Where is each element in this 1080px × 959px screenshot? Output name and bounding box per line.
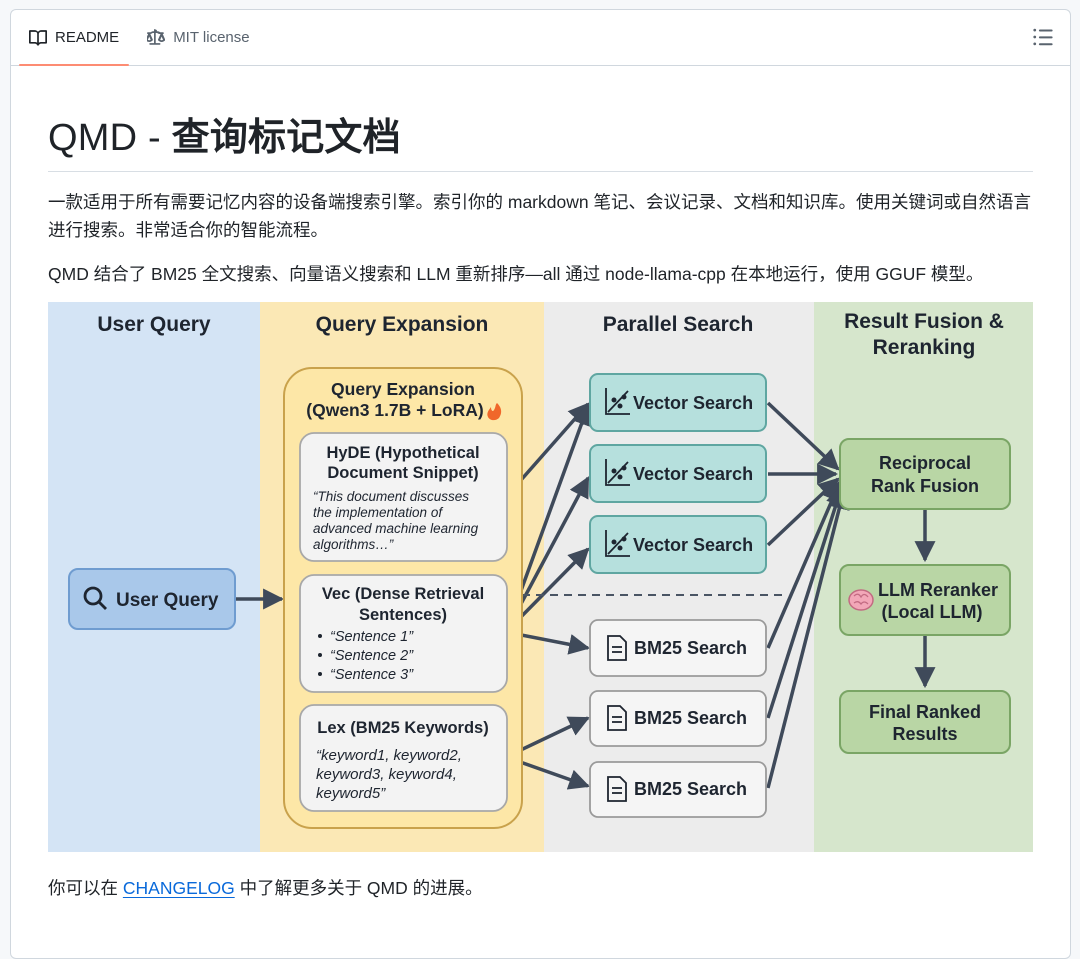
user-query-label: User Query	[116, 590, 219, 611]
llm-reranker-label-1: LLM Reranker	[878, 580, 998, 600]
architecture-diagram: User Query Query Expansion Parallel Sear…	[48, 302, 1033, 852]
scatter-chart-icon	[605, 388, 630, 415]
final-results-label-1: Final Ranked	[869, 702, 981, 722]
vec-sentence-2: “Sentence 2”	[330, 648, 414, 664]
arrow-b2-rrf	[766, 483, 847, 719]
vector-search-label-3: Vector Search	[633, 535, 753, 555]
column-title-fusion-2: Reranking	[873, 336, 976, 359]
law-scale-icon	[147, 28, 166, 45]
llm-reranker-label-2: (Local LLM)	[882, 602, 983, 622]
lex-keywords-3: keyword5”	[316, 785, 386, 802]
arrow-b1-rrf	[766, 480, 843, 649]
document-icon	[607, 635, 627, 661]
readme-content: QMD - 查询标记文档 一款适用于所有需要记忆内容的设备端搜索引擎。索引你的 …	[11, 106, 1070, 902]
vec-box	[299, 574, 508, 693]
expansion-title-1: Query Expansion	[331, 379, 475, 399]
llm-reranker-box	[839, 564, 1011, 636]
tab-readme-label: README	[55, 29, 120, 46]
hyde-title-1: HyDE (Hypothetical	[326, 444, 479, 462]
scatter-chart-icon	[605, 530, 630, 557]
arrow-b3-rrf	[766, 487, 850, 789]
tab-readme[interactable]: README	[19, 10, 130, 66]
column-title-fusion-1: Result Fusion &	[844, 310, 1004, 333]
vector-search-label-2: Vector Search	[633, 464, 753, 484]
hyde-box	[299, 432, 508, 562]
tab-bar: README MIT license	[11, 10, 1070, 66]
changelog-text-after: 中了解更多关于 QMD 的进展。	[234, 878, 483, 898]
fire-icon	[487, 403, 502, 421]
bm25-search-box-1: BM25 Search	[589, 619, 767, 677]
bm25-search-label-3: BM25 Search	[634, 779, 747, 799]
magnifier-icon	[83, 586, 107, 610]
expansion-title-2: (Qwen3 1.7B + LoRA)	[306, 400, 483, 420]
hyde-quote-3: advanced machine learning	[313, 521, 479, 536]
column-title-query-expansion: Query Expansion	[316, 313, 489, 336]
tab-license[interactable]: MIT license	[137, 10, 259, 65]
column-title-parallel-search: Parallel Search	[603, 313, 754, 336]
rrf-label-1: Reciprocal	[879, 453, 971, 473]
changelog-link[interactable]: CHANGELOG	[122, 878, 235, 898]
arrow-v1-rrf	[766, 401, 840, 471]
readme-card: README MIT license QMD - 查询标记文档 一款适用于所有需…	[10, 9, 1071, 959]
lex-keywords-2: keyword3, keyword4,	[316, 766, 457, 783]
brain-icon	[848, 589, 874, 611]
page-title: QMD - 查询标记文档	[48, 106, 1033, 172]
lex-keywords-1: “keyword1, keyword2,	[316, 747, 462, 764]
hyde-title-2: Document Snippet)	[327, 464, 478, 482]
bm25-search-box-2: BM25 Search	[589, 690, 767, 747]
title-cn: 查询标记文档	[171, 117, 401, 159]
bm25-search-box-3: BM25 Search	[589, 761, 767, 818]
changelog-paragraph: 你可以在 CHANGELOG 中了解更多关于 QMD 的进展。	[48, 874, 1033, 902]
bm25-search-label-1: BM25 Search	[634, 638, 747, 658]
user-query-box	[68, 568, 236, 630]
vector-search-box-2: Vector Search	[589, 444, 767, 503]
changelog-text-before: 你可以在	[48, 878, 123, 898]
vec-sentence-1: “Sentence 1”	[330, 629, 414, 645]
hyde-quote-1: “This document discusses	[313, 489, 469, 504]
lex-box	[299, 704, 508, 812]
lex-title: Lex (BM25 Keywords)	[317, 719, 488, 737]
rrf-label-2: Rank Fusion	[871, 476, 979, 496]
vector-search-box-1: Vector Search	[589, 373, 767, 432]
list-unordered-icon[interactable]	[1032, 26, 1054, 48]
intro-paragraph: 一款适用于所有需要记忆内容的设备端搜索引擎。索引你的 markdown 笔记、会…	[48, 192, 1031, 240]
vec-title-1: Vec (Dense Retrieval	[322, 585, 484, 603]
document-icon	[607, 705, 627, 731]
title-latin: QMD -	[48, 117, 172, 159]
vector-search-label-1: Vector Search	[633, 393, 753, 413]
rrf-box	[839, 438, 1011, 510]
final-results-label-2: Results	[892, 724, 957, 744]
bm25-search-label-2: BM25 Search	[634, 708, 747, 728]
hyde-quote-2: the implementation of	[313, 505, 443, 520]
final-results-box	[839, 690, 1011, 754]
column-title-user-query: User Query	[97, 313, 211, 336]
vec-sentence-3: “Sentence 3”	[330, 667, 414, 683]
document-icon	[607, 776, 627, 802]
vec-title-2: Sentences)	[359, 606, 447, 624]
vector-search-box-3: Vector Search	[589, 515, 767, 574]
tech-paragraph: QMD 结合了 BM25 全文搜索、向量语义搜索和 LLM 重新排序—all 通…	[48, 264, 984, 284]
hyde-quote-4: algorithms…”	[313, 537, 394, 552]
tab-license-label: MIT license	[173, 29, 250, 46]
book-icon	[29, 29, 47, 46]
scatter-chart-icon	[605, 459, 630, 486]
